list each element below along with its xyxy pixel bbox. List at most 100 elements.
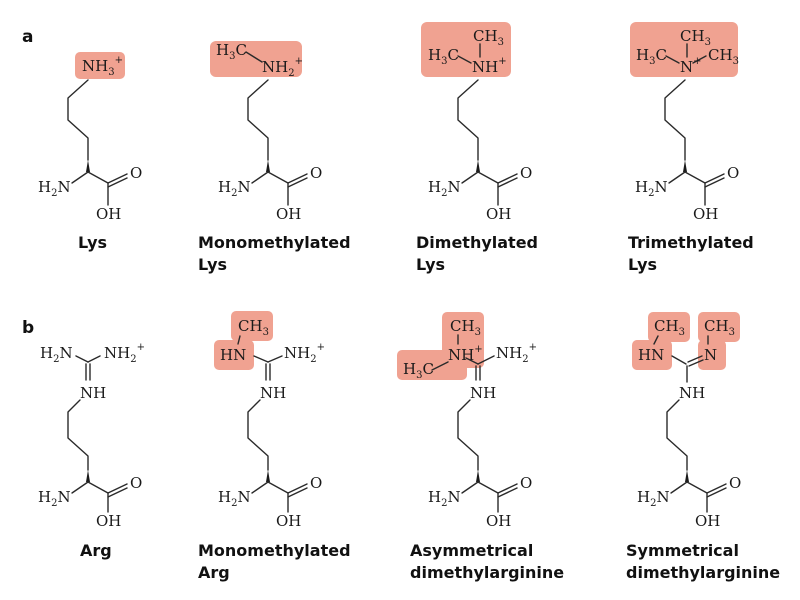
- sdma-highlight-n: [698, 340, 726, 370]
- sdma-alpha-amine: H2N: [637, 488, 670, 509]
- adma-highlight-lower: [397, 350, 467, 380]
- mono-arg-carbonyl-bond-2: [287, 487, 308, 498]
- di-lys-structure: CH3 H3C NH+ H2N O OH: [421, 22, 532, 223]
- mono-arg-methyl: CH3: [238, 317, 269, 338]
- sdma-carbonyl-bond-2: [706, 487, 727, 498]
- mono-arg-carbonyl-o: O: [310, 474, 322, 492]
- sdma-structure: CH3 HN CH3 N NH H2N O OH: [632, 312, 741, 530]
- mono-lys-side-chain: [247, 79, 269, 161]
- sdma-highlight-methyl-right: [698, 312, 740, 342]
- arg-amine-left: H2N: [40, 344, 73, 365]
- tri-lys-structure: CH3 H3C CH3 N+ H2N O OH: [630, 22, 739, 223]
- di-lys-highlight: [421, 22, 511, 77]
- adma-backbone: [461, 481, 499, 494]
- adma-carbonyl-bond-2: [497, 487, 518, 498]
- sdma-caption-1: Symmetrical: [626, 541, 739, 560]
- mono-lys-alpha-amine: H2N: [218, 178, 251, 199]
- mono-lys-carbonyl-bond: [287, 173, 308, 184]
- di-lys-methyl-left: H3C: [428, 46, 459, 67]
- lys-stereo-wedge: [86, 160, 90, 172]
- mono-lys-methyl-bond: [245, 51, 263, 63]
- adma-carbonyl-o: O: [520, 474, 532, 492]
- tri-lys-side-chain: [664, 79, 686, 161]
- adma-methyl-left: H3C: [403, 360, 434, 381]
- arg-structure: H2N NH2+ NH H2N O OH: [38, 342, 145, 530]
- arg-amine-right: NH2+: [104, 342, 145, 365]
- lys-backbone: [71, 171, 109, 184]
- tri-lys-carbonyl-bond: [704, 173, 725, 184]
- tri-lys-stereo-wedge: [683, 160, 687, 172]
- lys-structure: NH3+ H2N O OH: [38, 52, 142, 223]
- arg-side-chain: [67, 399, 89, 471]
- mono-lys-caption-1: Monomethylated: [198, 233, 351, 252]
- di-lys-caption-1: Dimethylated: [416, 233, 538, 252]
- adma-structure: CH3 NH+ H3C NH2+ NH H2N O OH: [397, 312, 537, 530]
- mono-arg-highlight-methyl: [231, 311, 273, 341]
- di-lys-carbonyl-bond-2: [497, 177, 518, 188]
- di-lys-carbonyl-bond: [497, 173, 518, 184]
- di-lys-side-chain: [457, 79, 479, 161]
- adma-amine-right: NH2+: [496, 342, 537, 365]
- adma-caption-1: Asymmetrical: [410, 541, 533, 560]
- mono-arg-backbone: [251, 481, 289, 494]
- di-lys-stereo-wedge: [476, 160, 480, 172]
- mono-lys-amine: NH2+: [262, 56, 303, 79]
- arg-alpha-amine: H2N: [38, 488, 71, 509]
- adma-side-chain: [457, 399, 479, 471]
- sdma-guanidine-bond-left: [671, 355, 687, 365]
- tri-lys-alpha-amine: H2N: [635, 178, 668, 199]
- tri-lys-caption-1: Trimethylated: [628, 233, 754, 252]
- lys-alpha-amine: H2N: [38, 178, 71, 199]
- mono-arg-carbonyl-bond: [287, 483, 308, 494]
- adma-nh-plus: NH+: [448, 344, 483, 364]
- sdma-methyl-bond-left: [653, 335, 659, 345]
- arg-backbone: [71, 481, 109, 494]
- mono-lys-structure: H3C NH2+ H2N O OH: [210, 41, 322, 223]
- arg-carbonyl-o: O: [130, 474, 142, 492]
- arg-guanidine-bond-right: [87, 355, 101, 363]
- tri-lys-backbone: [668, 171, 706, 184]
- arg-guanidine-bond-left: [75, 355, 89, 363]
- panel-b-label: b: [22, 318, 34, 338]
- mono-arg-highlight-nh: [214, 340, 254, 370]
- adma-hydroxyl: OH: [486, 512, 511, 530]
- mono-lys-stereo-wedge: [266, 160, 270, 172]
- arg-nh: NH: [80, 384, 106, 402]
- di-lys-caption-2: Lys: [416, 255, 445, 274]
- tri-lys-methyl-bond-left: [665, 55, 680, 64]
- sdma-carbonyl-o: O: [729, 474, 741, 492]
- di-lys-amine: NH+: [472, 56, 507, 76]
- tri-lys-ammonium: N+: [680, 56, 702, 76]
- mono-arg-methyl-bond: [237, 335, 241, 345]
- mono-arg-amine-right: NH2+: [284, 342, 325, 365]
- tri-lys-hydroxyl: OH: [693, 205, 718, 223]
- tri-lys-carbonyl-o: O: [727, 164, 739, 182]
- arg-carbonyl-bond: [107, 483, 128, 494]
- tri-lys-methyl-left: H3C: [636, 46, 667, 67]
- mono-arg-alpha-amine: H2N: [218, 488, 251, 509]
- arg-caption: Arg: [80, 541, 112, 560]
- sdma-guanidine-double-right-2: [688, 359, 704, 367]
- mono-lys-methyl: H3C: [216, 41, 247, 62]
- sdma-hydroxyl: OH: [695, 512, 720, 530]
- mono-arg-stereo-wedge: [266, 470, 270, 482]
- sdma-caption-2: dimethylarginine: [626, 563, 780, 582]
- tri-lys-methyl-top: CH3: [680, 27, 711, 48]
- lys-caption: Lys: [78, 233, 107, 252]
- lys-side-chain: [67, 79, 89, 161]
- sdma-methyl-right: CH3: [704, 317, 735, 338]
- tri-lys-caption-2: Lys: [628, 255, 657, 274]
- mono-arg-side-chain: [247, 399, 269, 471]
- sdma-backbone: [670, 481, 708, 494]
- di-lys-alpha-amine: H2N: [428, 178, 461, 199]
- di-lys-backbone: [461, 171, 499, 184]
- mono-arg-caption-1: Monomethylated: [198, 541, 351, 560]
- tri-lys-methyl-right: CH3: [708, 46, 739, 67]
- mono-lys-hydroxyl: OH: [276, 205, 301, 223]
- adma-methyl-bond-left: [431, 361, 449, 371]
- mono-arg-guanidine-bond-left: [253, 355, 269, 363]
- mono-arg-caption-2: Arg: [198, 563, 230, 582]
- adma-methyl-top: CH3: [450, 317, 481, 338]
- sdma-stereo-wedge: [685, 470, 689, 482]
